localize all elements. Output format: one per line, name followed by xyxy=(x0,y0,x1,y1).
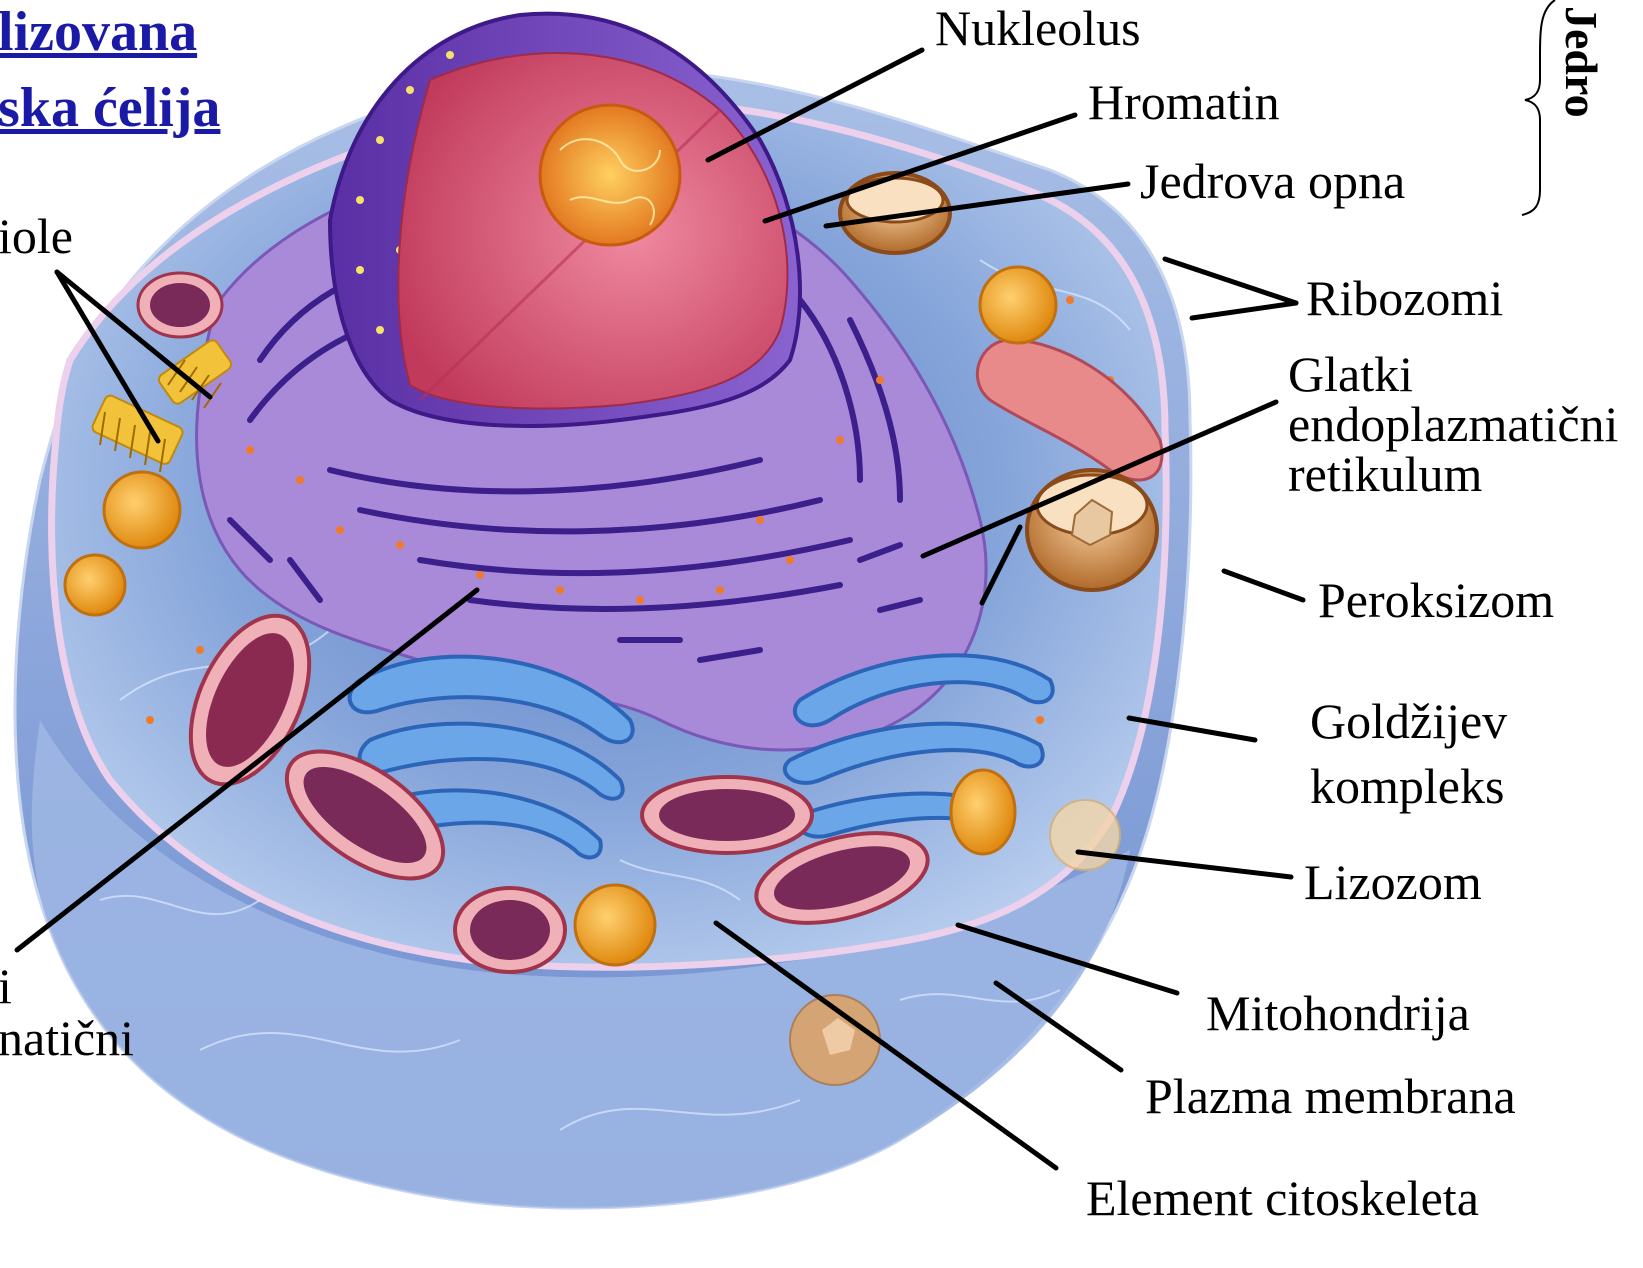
mitochondrion-6 xyxy=(138,273,222,337)
label-golgi-line-1: Goldžijev xyxy=(1310,695,1507,747)
label-smooth-er-line-2: endoplazmatični xyxy=(1288,398,1618,450)
label-centrioles-partial: iole xyxy=(0,210,73,262)
lysosome-2 xyxy=(951,770,1015,854)
label-rough-er-partial-1: i xyxy=(0,960,12,1012)
jedro-bracket xyxy=(1522,0,1555,215)
label-plasma-membrane: Plazma membrana xyxy=(1145,1070,1516,1122)
label-cytoskeleton: Element citoskeleta xyxy=(1086,1172,1479,1224)
lysosome-1 xyxy=(980,267,1056,343)
nucleus-group-label: Jedro xyxy=(1555,6,1608,118)
lysosome-3 xyxy=(104,472,180,548)
mitochondrion-3 xyxy=(642,777,812,853)
label-golgi-line-2: kompleks xyxy=(1310,760,1504,812)
leader-ribosome-1 xyxy=(1165,259,1296,303)
lysosome-4 xyxy=(65,555,125,615)
nucleolus xyxy=(540,105,680,245)
lysosome-5 xyxy=(575,885,655,965)
leader-ribosome-2 xyxy=(1192,303,1296,318)
leader-peroxisome xyxy=(1224,571,1303,600)
label-lysosome: Lizozom xyxy=(1304,856,1482,908)
mitochondrion-5 xyxy=(455,888,565,972)
label-smooth-er-line-3: retikulum xyxy=(1288,448,1482,500)
label-nucleolus: Nukleolus xyxy=(935,2,1141,54)
label-ribosomes: Ribozomi xyxy=(1306,272,1503,324)
label-smooth-er-line-1: Glatki xyxy=(1288,348,1413,400)
label-nuclear-envelope: Jedrova opna xyxy=(1140,155,1405,207)
label-chromatin: Hromatin xyxy=(1088,76,1280,128)
label-peroxisome: Peroksizom xyxy=(1318,574,1554,626)
title-line-1: lizovana xyxy=(0,2,197,62)
peroxisome-1 xyxy=(1027,470,1157,590)
label-mitochondrion: Mitohondrija xyxy=(1206,987,1470,1039)
label-rough-er-partial-2: natični xyxy=(0,1012,134,1064)
title-line-2: ska ćelija xyxy=(0,78,220,138)
lysosome-6 xyxy=(1050,800,1120,870)
